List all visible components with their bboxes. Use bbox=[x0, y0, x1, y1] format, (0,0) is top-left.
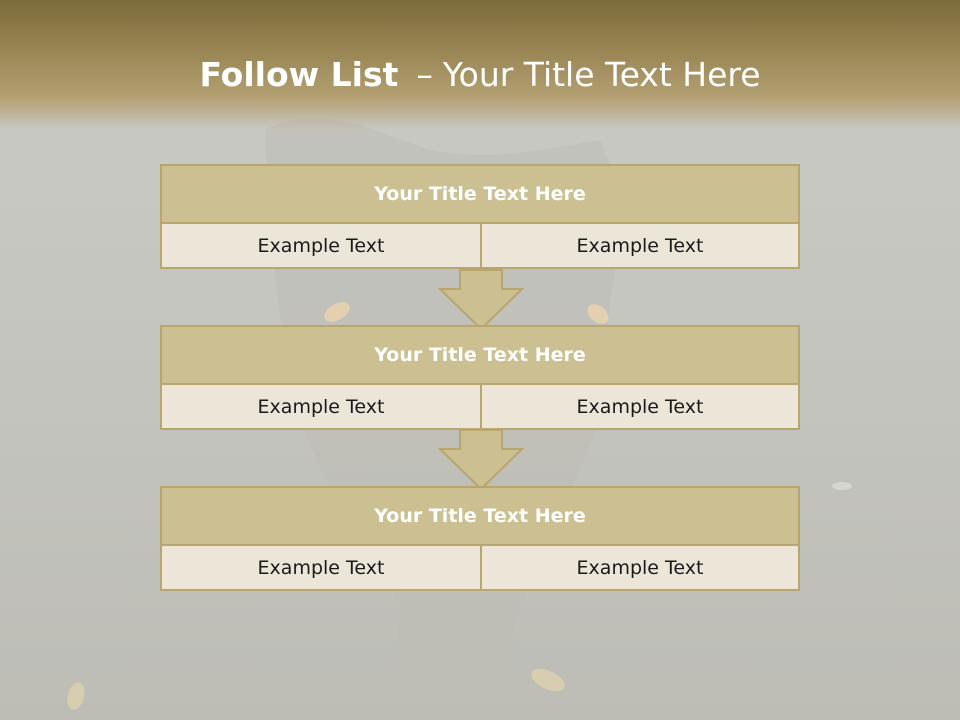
step-3-right-text: Example Text bbox=[482, 546, 798, 589]
down-arrow-icon bbox=[438, 269, 524, 331]
step-1-left-text: Example Text bbox=[162, 224, 482, 267]
step-title-2: Your Title Text Here bbox=[162, 327, 798, 385]
slide-title-separator: – bbox=[416, 55, 433, 94]
step-2-right-text: Example Text bbox=[482, 385, 798, 428]
title-band bbox=[0, 0, 960, 130]
step-box-1: Your Title Text Here Example Text Exampl… bbox=[160, 164, 800, 269]
slide-title: Follow List–Your Title Text Here bbox=[0, 52, 960, 98]
slide-title-bold: Follow List bbox=[199, 55, 399, 94]
step-box-2: Your Title Text Here Example Text Exampl… bbox=[160, 325, 800, 430]
step-1-right-text: Example Text bbox=[482, 224, 798, 267]
step-title-3: Your Title Text Here bbox=[162, 488, 798, 546]
down-arrow-icon bbox=[438, 429, 524, 491]
step-box-3: Your Title Text Here Example Text Exampl… bbox=[160, 486, 800, 591]
slide-title-rest: Your Title Text Here bbox=[442, 55, 761, 94]
step-2-left-text: Example Text bbox=[162, 385, 482, 428]
step-title-1: Your Title Text Here bbox=[162, 166, 798, 224]
step-3-left-text: Example Text bbox=[162, 546, 482, 589]
